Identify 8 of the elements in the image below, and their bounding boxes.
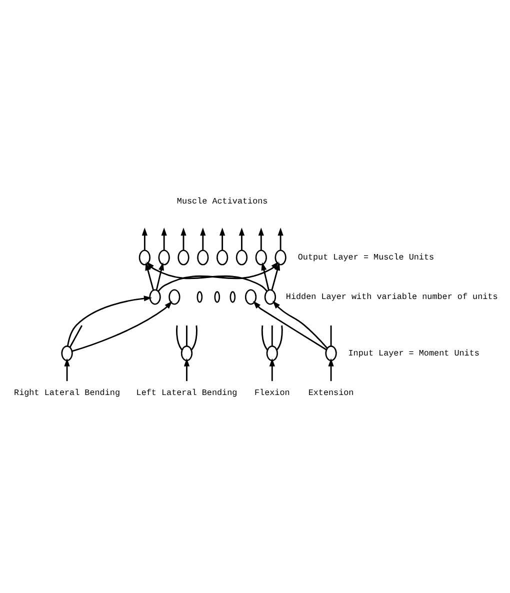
node-text: Left Lateral Bending xyxy=(136,387,238,398)
label: Hidden Layer with variable number of units xyxy=(286,292,498,302)
node-text: Flexion xyxy=(254,387,290,398)
label: Input Layer = Moment Units xyxy=(348,348,480,358)
node-text: Extension xyxy=(308,387,354,398)
label: Output Layer = Muscle Units xyxy=(298,252,434,262)
node-text: Right Lateral Bending xyxy=(14,387,120,398)
label: Muscle Activations xyxy=(176,196,268,206)
